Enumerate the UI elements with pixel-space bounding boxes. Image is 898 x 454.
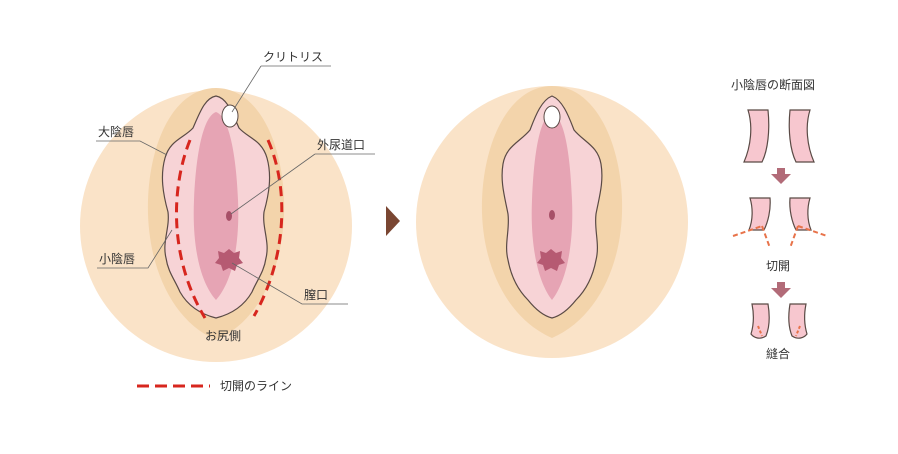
leader-labia-majora bbox=[96, 140, 168, 156]
suture-dash-left bbox=[757, 325, 763, 337]
leader-urethra bbox=[230, 153, 316, 215]
step-label-suture: 縫合 bbox=[766, 346, 790, 361]
leader-labia-minora bbox=[97, 229, 173, 269]
cross-section-flap-right-2 bbox=[789, 197, 812, 231]
incision-dash-right-inner bbox=[789, 225, 799, 249]
clitoris-mark bbox=[221, 104, 239, 128]
legend-incision-label: 切開のライン bbox=[220, 379, 292, 393]
vaginal-opening-mark-after bbox=[537, 249, 565, 271]
down-arrow-icon-1 bbox=[771, 168, 791, 184]
before-illustration: クリトリス 大陰唇 外尿道口 小陰唇 膣口 お尻側 bbox=[80, 50, 375, 362]
label-labia-minora: 小陰唇 bbox=[99, 252, 135, 266]
incision-line-left bbox=[174, 139, 207, 319]
urethral-opening-mark bbox=[226, 211, 232, 221]
label-anal-side: お尻側 bbox=[205, 329, 241, 343]
cross-section-flap-left-1 bbox=[743, 109, 770, 163]
urethral-opening-mark-after bbox=[549, 210, 555, 220]
incision-line-right bbox=[252, 139, 284, 317]
leader-vaginal-opening bbox=[231, 262, 348, 305]
suture-dash-right bbox=[795, 325, 801, 337]
label-clitoris: クリトリス bbox=[263, 50, 323, 64]
right-arrow-icon bbox=[386, 206, 400, 236]
step-label-incision: 切開 bbox=[766, 259, 790, 273]
incision-dash-left-inner bbox=[761, 225, 771, 249]
leader-clitoris bbox=[231, 65, 262, 113]
after-illustration bbox=[416, 86, 688, 358]
legend: 切開のライン bbox=[137, 379, 292, 393]
down-arrow-icon-2 bbox=[771, 282, 791, 298]
cross-section-flap-right-1 bbox=[788, 109, 815, 163]
cross-section-title: 小陰唇の断面図 bbox=[731, 77, 815, 92]
cross-section-flap-left-2 bbox=[748, 197, 771, 231]
cross-section-panel: 小陰唇の断面図 切開 縫合 bbox=[731, 77, 828, 361]
cross-section-flap-right-3 bbox=[788, 303, 808, 339]
label-vaginal-opening: 膣口 bbox=[304, 287, 328, 302]
incision-dash-left-outer bbox=[732, 225, 763, 237]
label-urethral-opening: 外尿道口 bbox=[317, 138, 365, 152]
incision-dash-right-outer bbox=[797, 225, 828, 237]
cross-section-flap-left-3 bbox=[750, 303, 770, 339]
clitoris-mark-after bbox=[543, 105, 561, 129]
label-labia-majora: 大陰唇 bbox=[98, 125, 134, 139]
